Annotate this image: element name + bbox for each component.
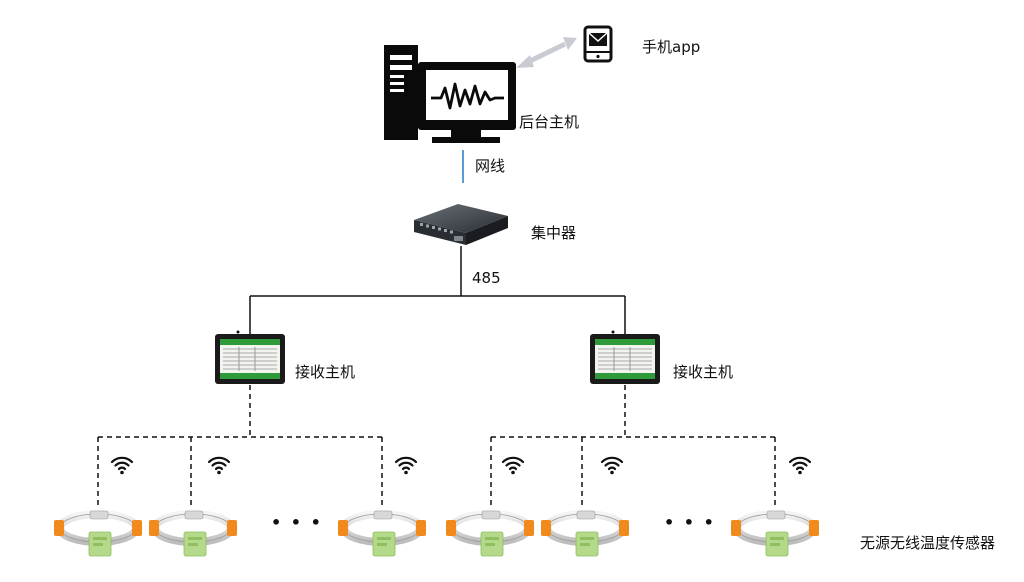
concentrator-label: 集中器 <box>531 224 577 242</box>
bus-label: 485 <box>472 269 501 287</box>
wifi-icon <box>501 456 525 476</box>
wifi-icon <box>600 456 624 476</box>
desktop-computer-icon <box>384 45 516 143</box>
ring-temperature-sensor-icon <box>731 511 819 556</box>
wireless-link-lines <box>97 385 776 508</box>
receiver-right-label: 接收主机 <box>673 363 734 381</box>
ellipsis-right: • • • <box>664 513 716 532</box>
receiver-left-label: 接收主机 <box>295 363 356 381</box>
ring-temperature-sensor-icon <box>541 511 629 556</box>
concentrator-device-icon <box>414 204 508 245</box>
mobile-phone-icon <box>583 25 613 63</box>
host-computer-label: 后台主机 <box>519 113 580 131</box>
ring-temperature-sensor-icon <box>446 511 534 556</box>
sensors-label: 无源无线温度传感器 <box>860 534 996 552</box>
ring-temperature-sensor-icon <box>149 511 237 556</box>
wifi-icon <box>394 456 418 476</box>
wifi-icon <box>788 456 812 476</box>
mobile-app-label: 手机app <box>642 38 701 56</box>
network-cable-label: 网线 <box>475 157 506 175</box>
sync-arrow <box>516 37 577 68</box>
receiver-screen-icon <box>589 330 661 385</box>
ring-temperature-sensor-icon <box>338 511 426 556</box>
wifi-icon <box>207 456 231 476</box>
ellipsis-left: • • • <box>271 513 323 532</box>
rs485-bus-lines <box>249 246 626 335</box>
ring-temperature-sensor-icon <box>54 511 142 556</box>
receiver-screen-icon <box>214 330 286 385</box>
wifi-icon <box>110 456 134 476</box>
